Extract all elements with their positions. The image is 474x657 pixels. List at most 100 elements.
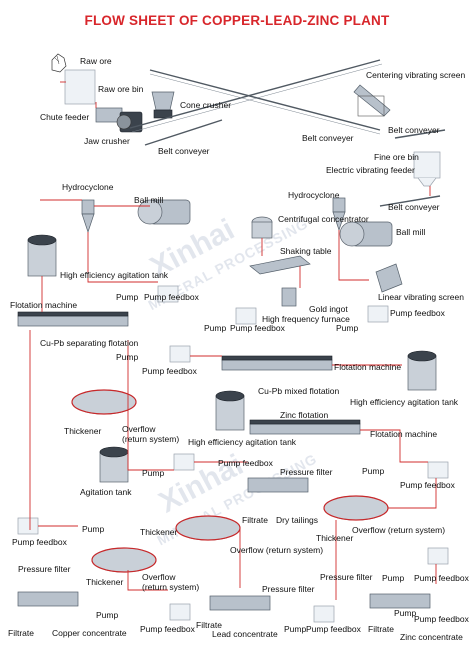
cone-crusher-icon — [151, 91, 175, 119]
pump-feedbox-7-icon — [17, 517, 39, 535]
label-pump-1: Pump — [116, 292, 138, 302]
label-pump-feedbox-5: Pump feedbox — [218, 458, 274, 468]
label-belt-conveyer-2: Belt conveyer — [302, 133, 354, 143]
high-frequency-furnace-icon — [281, 287, 297, 307]
label-belt-conveyer-4: Belt conveyer — [388, 202, 440, 212]
labels: Raw ore Raw ore bin Chute feeder Cone cr… — [8, 56, 470, 642]
label-pump-10: Pump — [284, 624, 306, 634]
pump-feedbox-1-icon — [157, 285, 179, 303]
label-pump-feedbox-4: Pump feedbox — [142, 366, 198, 376]
thickener-1-icon — [71, 389, 137, 415]
label-pump-feedbox-1: Pump feedbox — [144, 292, 200, 302]
label-shaking-table: Shaking table — [280, 246, 332, 256]
label-pump-4: Pump — [116, 352, 138, 362]
label-pump-3: Pump — [336, 323, 358, 333]
label-pressure-filter-4: Pressure filter — [320, 572, 373, 582]
pump-feedbox-5-icon — [173, 453, 195, 471]
flotation-machine-3-icon — [249, 419, 361, 435]
label-cone-crusher: Cone crusher — [180, 100, 231, 110]
label-pump-feedbox-6: Pump feedbox — [400, 480, 456, 490]
belt-conveyer-right — [379, 129, 446, 207]
fine-ore-bin-icon — [413, 151, 441, 187]
thickener-3-icon — [323, 495, 389, 521]
flotation-machine-1-icon — [17, 311, 129, 327]
agitation-tank-1-icon — [27, 234, 57, 277]
label-pump-5: Pump — [142, 468, 164, 478]
label-fine-ore-bin: Fine ore bin — [374, 152, 419, 162]
label-copper-concentrate: Copper concentrate — [52, 628, 127, 638]
flotation-machine-2-icon — [221, 355, 333, 371]
ball-mill-right-icon — [339, 221, 393, 247]
pressure-filter-1-icon — [247, 477, 309, 493]
label-zinc-flotation: Zinc flotation — [280, 410, 328, 420]
label-pump-feedbox-8: Pump feedbox — [140, 624, 196, 634]
label-pump-6: Pump — [362, 466, 384, 476]
label-thickener-2: Thickener — [140, 527, 177, 537]
belt-conveyer-cross — [129, 59, 383, 146]
label-hydrocyclone-right: Hydrocyclone — [288, 190, 340, 200]
hydrocyclone-left-icon — [81, 199, 95, 234]
label-agitation-tank-3: High efficiency agitation tank — [188, 437, 297, 447]
label-overflow-4: Overflow — [142, 572, 176, 582]
linear-vibrating-screen-icon — [375, 263, 403, 293]
pump-feedbox-8-icon — [169, 603, 191, 621]
label-centrifugal-concentrator: Centrifugal concentrator — [278, 214, 369, 224]
label-overflow-2: Overflow (return system) — [230, 545, 323, 555]
label-thickener-4: Thickener — [86, 577, 123, 587]
label-linear-vibrating-screen: Linear vibrating screen — [378, 292, 464, 302]
label-pump-feedbox-2: Pump feedbox — [230, 323, 286, 333]
label-pump-8: Pump — [96, 610, 118, 620]
label-pump-feedbox-11: Pump feedbox — [414, 614, 470, 624]
label-pump-7: Pump — [82, 524, 104, 534]
flow-lines — [29, 81, 437, 600]
label-hydrocyclone-left: Hydrocyclone — [62, 182, 114, 192]
label-flotation-machine-1: Flotation machine — [10, 300, 77, 310]
label-flotation-machine-3: Flotation machine — [370, 429, 437, 439]
label-pump-11: Pump — [394, 608, 416, 618]
shaking-table-icon — [249, 255, 311, 275]
pump-feedbox-4-icon — [169, 345, 191, 363]
label-agitation-tank-2: High efficiency agitation tank — [350, 397, 459, 407]
label-chute-feeder: Chute feeder — [40, 112, 89, 122]
label-raw-ore-bin: Raw ore bin — [98, 84, 144, 94]
label-thickener-1: Thickener — [64, 426, 101, 436]
pressure-filter-3-icon — [209, 595, 271, 611]
label-electric-vibrating-feeder: Electric vibrating feeder — [326, 165, 415, 175]
pump-feedbox-6-icon — [427, 461, 449, 479]
label-return-system-4: (return system) — [142, 582, 199, 592]
centrifugal-concentrator-icon — [251, 216, 273, 239]
label-cu-pb-mixed-flotation: Cu-Pb mixed flotation — [258, 386, 340, 396]
label-pump-feedbox-10: Pump feedbox — [306, 624, 362, 634]
agitation-tank-3-icon — [215, 390, 245, 431]
agitation-tank-icon — [99, 446, 129, 483]
hydrocyclone-right-icon — [332, 197, 346, 232]
label-cu-pb-separating-flotation: Cu-Pb separating flotation — [40, 338, 139, 348]
raw-ore-icon — [51, 53, 67, 73]
label-dry-tailings: Dry tailings — [276, 515, 318, 525]
label-ball-mill-right: Ball mill — [396, 227, 425, 237]
pump-feedbox-2-icon — [235, 307, 257, 325]
label-filtrate-4: Filtrate — [368, 624, 394, 634]
label-pump-2: Pump — [204, 323, 226, 333]
centering-vibrating-screen-icon — [353, 84, 391, 117]
label-agitation-tank-1: High efficiency agitation tank — [60, 270, 169, 280]
pressure-filter-4-icon — [369, 593, 431, 609]
label-ball-mill-left: Ball mill — [134, 195, 163, 205]
pressure-filter-2-icon — [17, 591, 79, 607]
thickener-2-icon — [175, 515, 241, 541]
raw-ore-bin-icon — [64, 69, 96, 105]
label-pump-feedbox-9: Pump feedbox — [414, 573, 470, 583]
label-filtrate-1: Filtrate — [242, 515, 268, 525]
label-overflow-1: Overflow — [122, 424, 156, 434]
label-pump-feedbox-7: Pump feedbox — [12, 537, 68, 547]
label-pressure-filter-2: Pressure filter — [18, 564, 71, 574]
label-pump-feedbox-3: Pump feedbox — [390, 308, 446, 318]
pump-feedbox-9-icon — [313, 605, 335, 623]
pump-feedbox-3-icon — [367, 305, 389, 323]
label-flotation-machine-2: Flotation machine — [334, 362, 401, 372]
label-high-frequency-furnace: High frequency furnace — [262, 314, 350, 324]
jaw-crusher-icon — [116, 111, 143, 133]
label-jaw-crusher: Jaw crusher — [84, 136, 130, 146]
agitation-tank-2-icon — [407, 350, 437, 391]
label-overflow-3: Overflow (return system) — [352, 525, 445, 535]
